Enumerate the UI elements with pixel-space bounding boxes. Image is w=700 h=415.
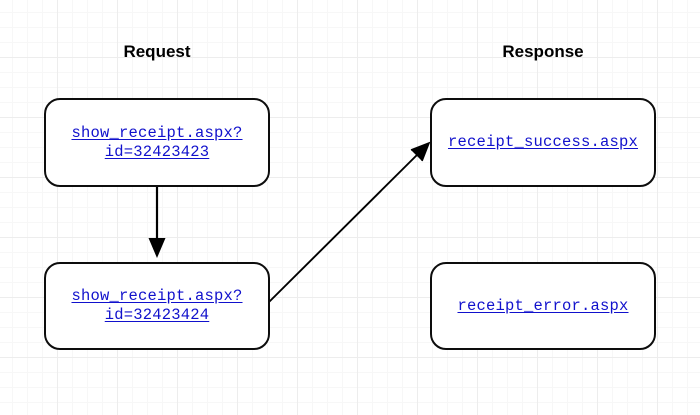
node-response-error[interactable]: receipt_error.aspx [430, 262, 656, 350]
column-header-request: Request [123, 42, 191, 61]
node-response-error-label: receipt_error.aspx [457, 296, 629, 315]
node-response-success-label: receipt_success.aspx [447, 133, 639, 151]
edge-request1-to-request2 [148, 187, 166, 258]
node-response-success[interactable]: receipt_success.aspx [430, 98, 656, 187]
node-request-1-label: show_receipt.aspx? id=32423423 [71, 123, 243, 161]
node-request-2-label: show_receipt.aspx? id=32423424 [71, 287, 243, 324]
column-header-response: Response [502, 42, 584, 61]
node-request-1[interactable]: show_receipt.aspx? id=32423423 [44, 98, 270, 187]
edge-request2-to-success [268, 141, 431, 303]
node-request-2[interactable]: show_receipt.aspx? id=32423424 [44, 262, 270, 350]
